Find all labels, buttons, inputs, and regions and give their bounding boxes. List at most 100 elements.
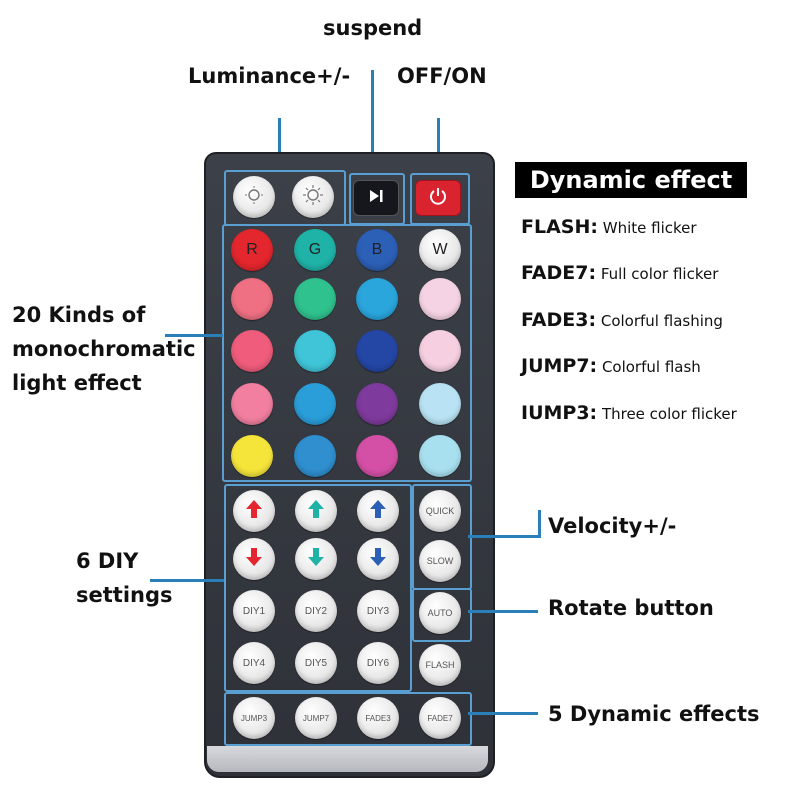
velocity-label: Velocity+/- (548, 514, 677, 538)
diy3-button[interactable]: DIY3 (357, 590, 399, 632)
dynamic-desc: Three color flicker (601, 405, 737, 423)
blue-label: B (371, 241, 383, 258)
color-button[interactable] (356, 383, 398, 425)
diy5-button[interactable]: DIY5 (295, 642, 337, 684)
arrow-down-icon (307, 547, 325, 571)
dynamic-desc: Colorful flash (601, 358, 701, 376)
sun-dim-icon (243, 184, 265, 210)
color-button[interactable] (419, 435, 461, 477)
diy2-button[interactable]: DIY2 (295, 590, 337, 632)
diy6-label: DIY6 (366, 657, 390, 669)
green-up-button[interactable] (295, 490, 337, 532)
diy-label-line2: settings (76, 583, 173, 607)
off-on-label: OFF/ON (397, 64, 487, 88)
dynamic-key: FADE7: (521, 262, 597, 284)
fade7-label: FADE7 (427, 713, 453, 723)
dynamic-key: IUMP3: (521, 402, 598, 424)
jump7-label: JUMP7 (302, 713, 330, 723)
diy4-button[interactable]: DIY4 (233, 642, 275, 684)
color-button[interactable] (231, 330, 273, 372)
green-down-button[interactable] (295, 538, 337, 580)
color-button[interactable] (231, 435, 273, 477)
quick-label: QUICK (425, 506, 455, 516)
color-button[interactable] (356, 330, 398, 372)
quick-button[interactable]: QUICK (419, 490, 461, 532)
jump3-button[interactable]: JUMP3 (233, 697, 275, 739)
color-button[interactable] (231, 383, 273, 425)
color-button[interactable] (419, 383, 461, 425)
play-pause-icon (366, 188, 386, 208)
velocity-connector (468, 535, 539, 538)
monochrome-label-line3: light effect (12, 371, 142, 395)
diy2-label: DIY2 (304, 605, 328, 617)
dynamic-effects-label: 5 Dynamic effects (548, 702, 760, 726)
bottom-effects-frame (224, 692, 472, 746)
red-down-button[interactable] (233, 538, 275, 580)
color-button[interactable] (231, 278, 273, 320)
arrow-up-icon (307, 499, 325, 523)
brightness-up-button[interactable] (292, 176, 334, 218)
diy1-button[interactable]: DIY1 (233, 590, 275, 632)
dynamic-key: FLASH: (521, 216, 598, 238)
color-button[interactable] (356, 435, 398, 477)
dynamic-item-fade3: FADE3: Colorful flashing (521, 309, 723, 331)
diy6-button[interactable]: DIY6 (357, 642, 399, 684)
luminance-label: Luminance+/- (188, 64, 351, 88)
velocity-connector-vertical (538, 510, 541, 538)
power-button[interactable] (415, 180, 461, 216)
auto-label: AUTO (427, 608, 453, 618)
dynamic-item-jump7: JUMP7: Colorful flash (521, 355, 701, 377)
color-button[interactable] (294, 435, 336, 477)
fade7-button[interactable]: FADE7 (419, 697, 461, 739)
dynamic-key: JUMP7: (521, 355, 598, 377)
fade3-button[interactable]: FADE3 (357, 697, 399, 739)
color-button[interactable] (419, 330, 461, 372)
red-up-button[interactable] (233, 490, 275, 532)
dynamic-effect-title: Dynamic effect (515, 162, 747, 198)
diy1-label: DIY1 (242, 605, 266, 617)
brightness-down-button[interactable] (233, 176, 275, 218)
suspend-label: suspend (323, 16, 423, 40)
dynamic-item-flash: FLASH: White flicker (521, 216, 697, 238)
color-button[interactable] (356, 278, 398, 320)
monochrome-label: 20 Kinds of monochromatic light effect (12, 298, 196, 400)
arrow-down-icon (245, 547, 263, 571)
power-connector (437, 118, 440, 168)
green-label: G (308, 241, 322, 258)
dynamic-item-jump3: IUMP3: Three color flicker (521, 402, 737, 424)
color-button[interactable] (294, 383, 336, 425)
auto-button[interactable]: AUTO (419, 592, 461, 634)
dynamic-desc: White flicker (602, 219, 697, 237)
blue-down-button[interactable] (357, 538, 399, 580)
color-button[interactable] (294, 330, 336, 372)
arrow-up-icon (369, 499, 387, 523)
white-label: W (432, 241, 448, 258)
diy4-label: DIY4 (242, 657, 266, 669)
dynamic-effects-connector (468, 712, 538, 715)
luminance-connector (278, 118, 281, 168)
auto-frame (412, 588, 472, 642)
flash-button[interactable]: FLASH (419, 644, 461, 686)
slow-button[interactable]: SLOW (419, 540, 461, 582)
fade3-label: FADE3 (365, 713, 391, 723)
red-button[interactable]: R (231, 229, 273, 271)
green-button[interactable]: G (294, 229, 336, 271)
arrow-down-icon (369, 547, 387, 571)
power-icon (428, 186, 448, 210)
color-button[interactable] (294, 278, 336, 320)
jump7-button[interactable]: JUMP7 (295, 697, 337, 739)
flash-label: FLASH (425, 660, 455, 670)
jump3-label: JUMP3 (240, 713, 268, 723)
blue-button[interactable]: B (356, 229, 398, 271)
rotate-label: Rotate button (548, 596, 714, 620)
white-button[interactable]: W (419, 229, 461, 271)
dynamic-item-fade7: FADE7: Full color flicker (521, 262, 718, 284)
play-pause-button[interactable] (353, 180, 399, 216)
color-button[interactable] (419, 278, 461, 320)
remote-control-base (207, 746, 488, 772)
monochrome-frame (222, 224, 472, 482)
blue-up-button[interactable] (357, 490, 399, 532)
monochrome-label-line2: monochromatic (12, 337, 196, 361)
dynamic-key: FADE3: (521, 309, 597, 331)
diy-frame (224, 484, 412, 692)
